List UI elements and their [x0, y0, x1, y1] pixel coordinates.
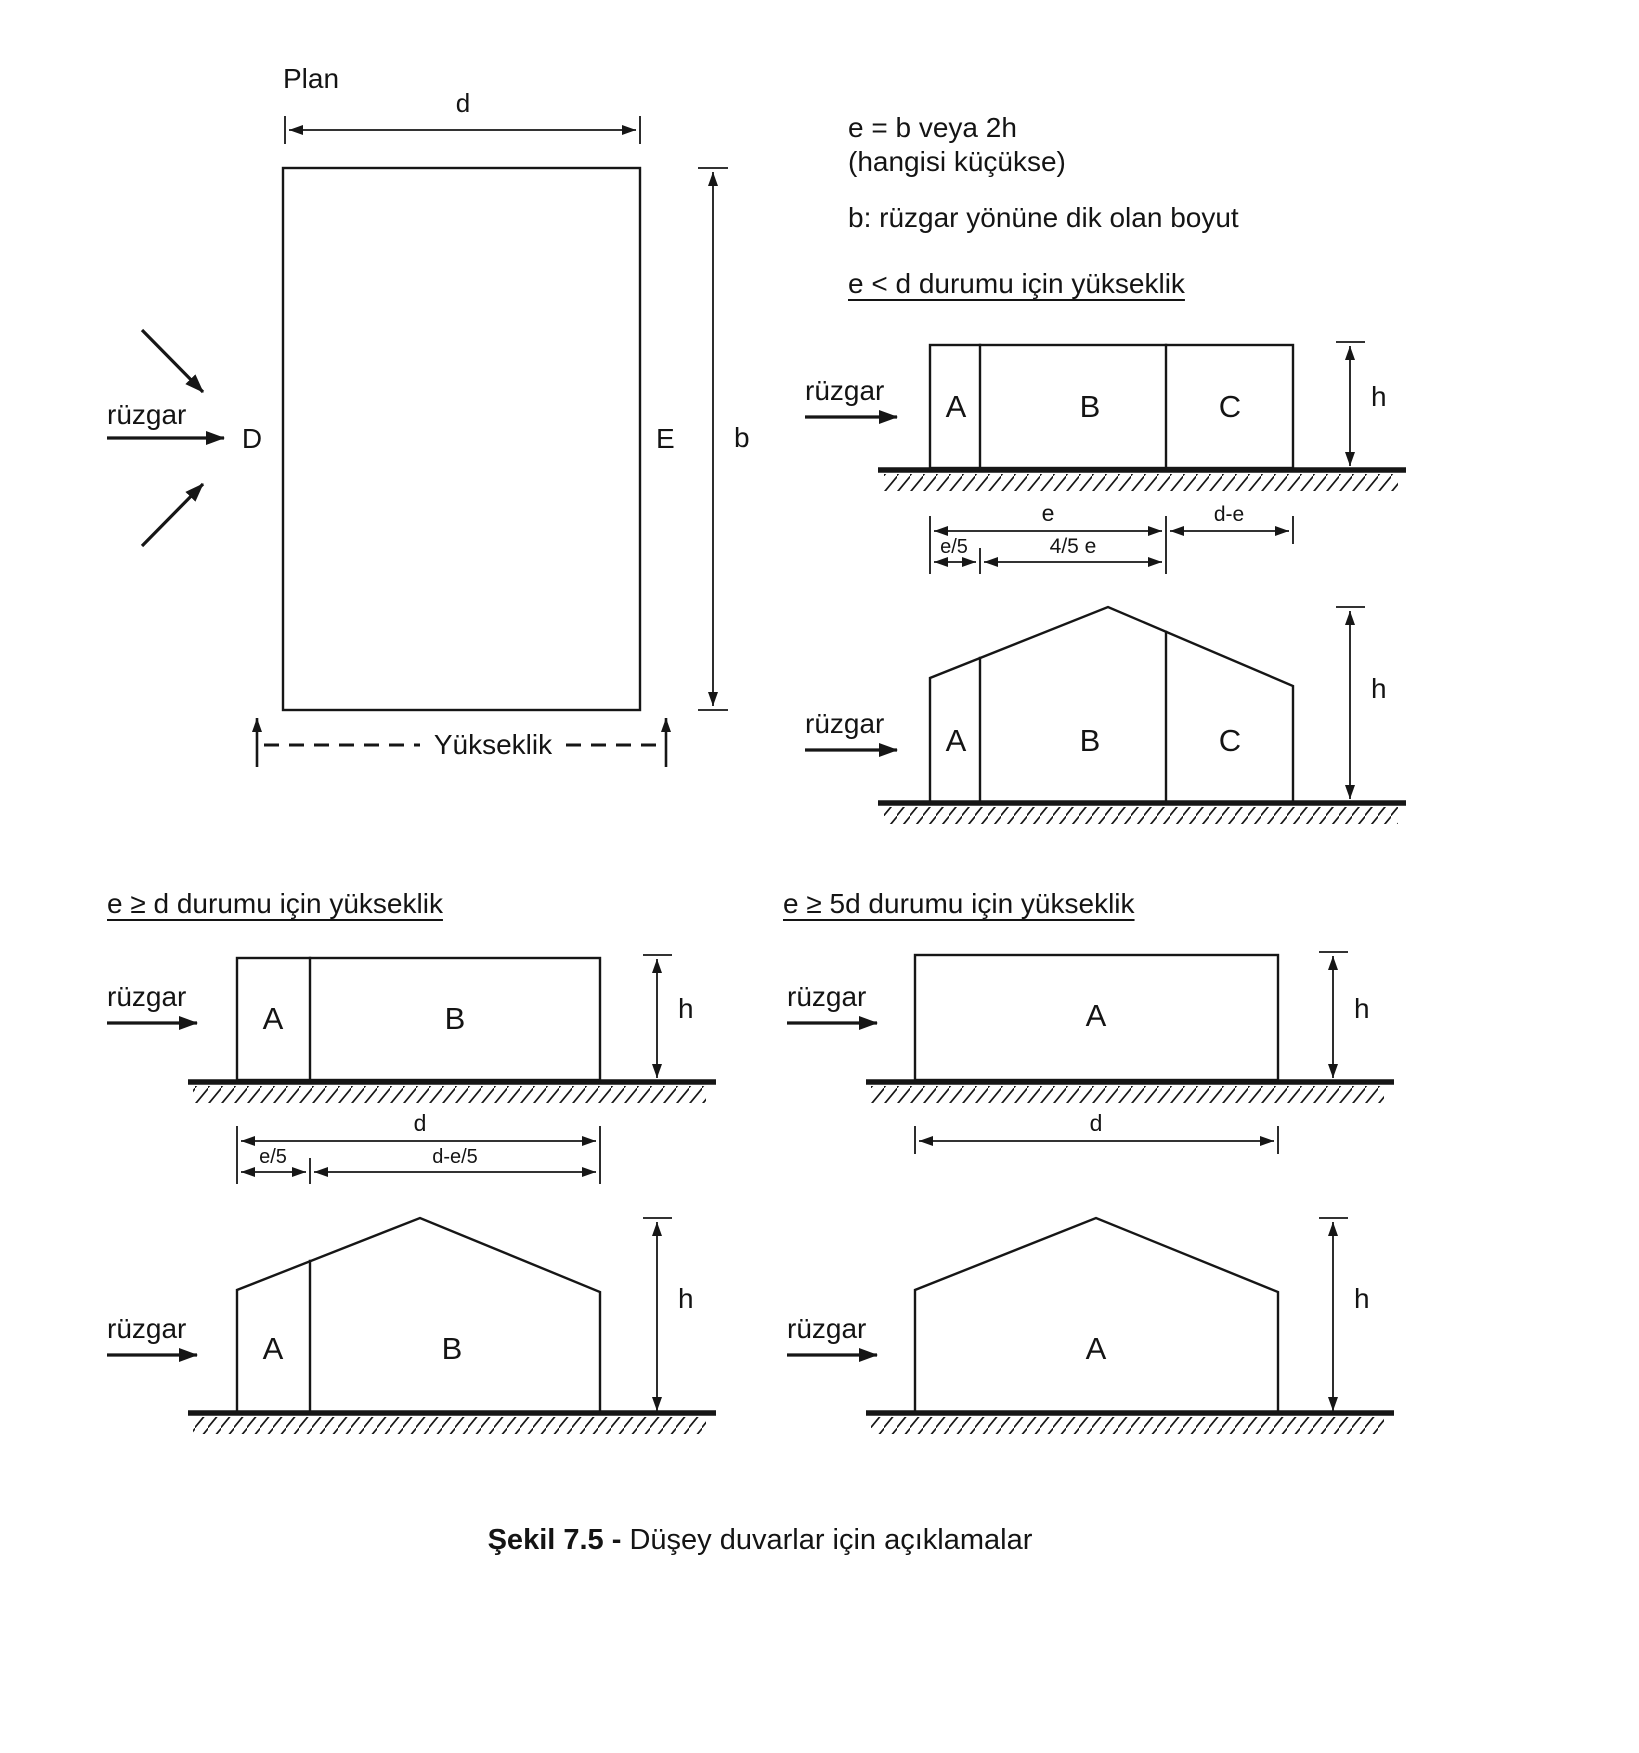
zone-e-label: E — [656, 423, 675, 454]
height-dim-label: h — [1371, 381, 1387, 412]
wind-label: rüzgar — [107, 1313, 186, 1344]
e-fifth-dimension-label: e/5 — [259, 1146, 287, 1168]
wind-label: rüzgar — [787, 1313, 866, 1344]
heading-e-ge-d: e ≥ d durumu için yükseklik — [107, 888, 443, 919]
wind-arrow-diagonal — [140, 328, 205, 394]
note-e-rule-paren: (hangisi küçükse) — [848, 146, 1066, 177]
wind-label: rüzgar — [107, 981, 186, 1012]
wind-label: rüzgar — [787, 981, 866, 1012]
height-dim-label: h — [1354, 993, 1370, 1024]
wind-label: rüzgar — [805, 375, 884, 406]
heading-e-ge-5d: e ≥ 5d durumu için yükseklik — [783, 888, 1135, 919]
heading-e-lt-d: e < d durumu için yükseklik — [848, 268, 1185, 299]
height-dim-label: h — [1371, 673, 1387, 704]
zone-a-label: A — [263, 1331, 284, 1366]
ground-hatch — [193, 1417, 706, 1434]
zone-d-label: D — [242, 423, 262, 454]
figure-caption-title: Düşey duvarlar için açıklamalar — [629, 1524, 1033, 1556]
d-minus-e-dimension-label: d-e — [1214, 503, 1244, 526]
ground-hatch — [884, 474, 1398, 491]
ground-hatch — [193, 1086, 706, 1103]
zone-c-label: C — [1219, 723, 1241, 758]
wind-label: rüzgar — [805, 708, 884, 739]
note-e-rule: e = b veya 2h — [848, 112, 1017, 143]
figure-caption-label: Şekil 7.5 - — [487, 1524, 630, 1556]
d-dimension-label: d — [1090, 1110, 1103, 1136]
zone-a-label: A — [946, 389, 967, 424]
zone-a-label: A — [1086, 1331, 1107, 1366]
zone-b-label: B — [1080, 389, 1101, 424]
e-dimension-label: e — [1042, 500, 1055, 526]
height-dim-label: h — [678, 1283, 694, 1314]
wind-label: rüzgar — [107, 399, 186, 430]
height-dim-label: h — [678, 993, 694, 1024]
d-dimension-label: d — [414, 1110, 427, 1136]
plan-outline — [281, 166, 642, 712]
zone-a-label: A — [263, 1001, 284, 1036]
ground-hatch — [871, 1086, 1384, 1103]
wind-arrow-diagonal — [140, 482, 205, 548]
zone-a-label: A — [1086, 998, 1107, 1033]
zone-b-label: B — [442, 1331, 463, 1366]
height-dim-label: h — [1354, 1283, 1370, 1314]
elevation-e-ge-d-flat: rüzgar A B h d e/5 d-e/5 — [107, 954, 716, 1184]
d-minus-e-fifth-dimension-label: d-e/5 — [432, 1146, 478, 1168]
elevation-e-lt-d-pitched: rüzgar A B C h — [805, 605, 1406, 824]
figure-caption: Şekil 7.5 - Düşey duvarlar için açıklama… — [0, 1524, 1520, 1557]
height-line-label: Yükseklik — [434, 729, 553, 760]
b-dimension-label: b — [734, 422, 750, 453]
building-outline — [235, 956, 602, 1082]
note-b-definition: b: rüzgar yönüne dik olan boyut — [848, 202, 1239, 233]
elevation-e-lt-d-flat: rüzgar A B C h e d-e e/5 4/5 e — [805, 341, 1406, 574]
plan-view: Plan d b D E rüzgar Yükseklik — [107, 63, 750, 767]
zone-a-label: A — [946, 723, 967, 758]
zone-c-label: C — [1219, 389, 1241, 424]
elevation-e-ge-d-pitched: rüzgar A B h — [107, 1216, 716, 1434]
building-outline — [928, 605, 1295, 803]
elevation-e-ge-5d-pitched: rüzgar A h — [787, 1216, 1394, 1434]
zone-b-label: B — [1080, 723, 1101, 758]
elevation-e-ge-5d-flat: rüzgar A h d — [787, 951, 1394, 1154]
ground-hatch — [871, 1417, 1384, 1434]
ground-hatch — [884, 807, 1398, 824]
e-fifth-dimension-label: e/5 — [940, 536, 968, 558]
d-dimension-label: d — [456, 88, 470, 118]
plan-title: Plan — [283, 63, 339, 94]
building-outline — [235, 1216, 602, 1414]
building-outline — [913, 1216, 1280, 1414]
zone-b-label: B — [445, 1001, 466, 1036]
four-fifth-e-dimension-label: 4/5 e — [1050, 535, 1097, 558]
